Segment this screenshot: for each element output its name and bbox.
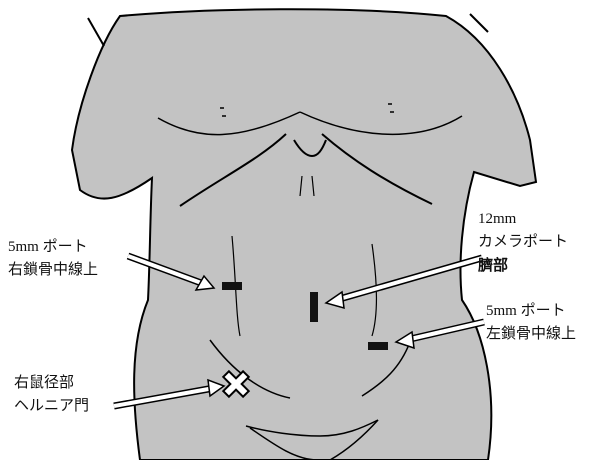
hernia-label: 右鼠径部 ヘルニア門 [14,372,89,418]
camera-port-name: カメラポート [478,231,568,254]
camera-port-marker [310,292,318,322]
shoulder-line-right [470,14,488,32]
hernia-gate: ヘルニア門 [14,395,89,418]
left-port-size: 5mm ポート [486,300,576,323]
camera-port-location: 臍部 [478,254,568,277]
camera-port-size: 12mm [478,208,568,231]
left-port-location: 左鎖骨中線上 [486,323,576,346]
right-port-location: 右鎖骨中線上 [8,259,98,282]
left-port-marker [368,342,388,350]
right-port-label: 5mm ポート 右鎖骨中線上 [8,236,98,282]
hernia-region: 右鼠径部 [14,372,89,395]
left-port-label: 5mm ポート 左鎖骨中線上 [486,300,576,346]
shoulder-line-left [88,18,104,46]
camera-port-label: 12mm カメラポート 臍部 [478,208,568,277]
torso-body [72,9,536,460]
right-port-size: 5mm ポート [8,236,98,259]
right-port-marker [222,282,242,290]
